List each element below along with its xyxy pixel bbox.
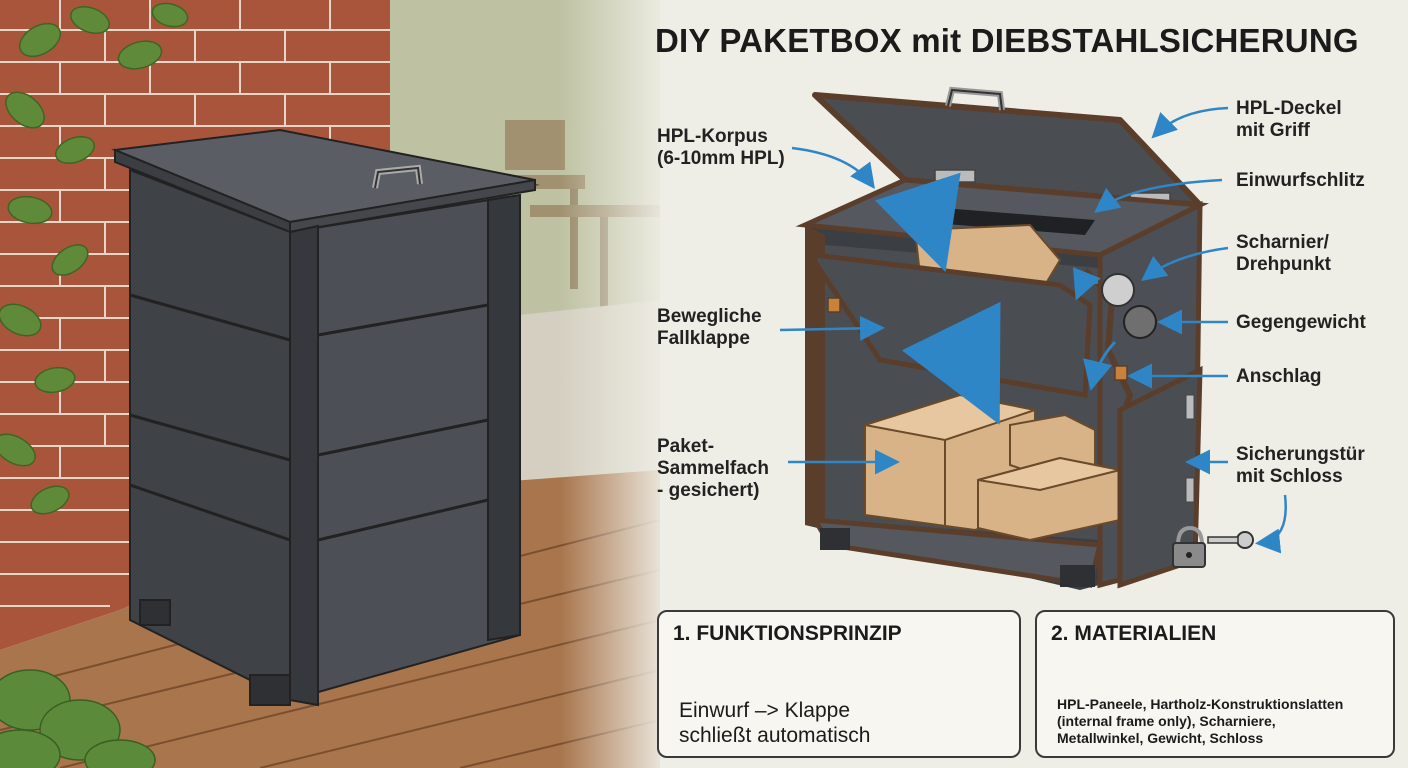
label-bewegliche-fallklappe: Bewegliche Fallklappe <box>657 306 762 349</box>
padlock-icon <box>1172 525 1206 568</box>
panel-funktion-heading: 1. FUNKTIONSPRINZIP <box>673 622 902 645</box>
callout-arrows <box>779 106 1287 554</box>
cutaway-paketbox <box>795 86 1254 590</box>
hinge-icon <box>934 169 976 183</box>
pivot-gear-icon <box>1101 273 1135 307</box>
page-title: DIY PAKETBOX mit DIEBSTAHLSICHERUNG <box>655 22 1359 59</box>
bush <box>0 669 156 768</box>
label-gegengewicht: Gegengewicht <box>1236 312 1366 333</box>
key-icon <box>1207 531 1254 549</box>
label-einwurfschlitz: Einwurfschlitz <box>1236 170 1365 191</box>
closed-paketbox <box>111 128 540 707</box>
counterweight-icon <box>1123 305 1157 339</box>
panel-materialien: 2. MATERIALIEN HPL-Paneele, Hartholz-Kon… <box>1035 610 1395 758</box>
panel-materialien-heading: 2. MATERIALIEN <box>1051 622 1217 645</box>
label-anschlag: Anschlag <box>1236 366 1322 387</box>
label-paket-sammelfach: Paket- Sammelfach - gesichert) <box>657 436 769 501</box>
panel-materialien-caption: HPL-Paneele, Hartholz-Konstruktionslatte… <box>1057 696 1344 746</box>
label-hpl-deckel: HPL-Deckel mit Griff <box>1236 98 1342 141</box>
label-scharnier-drehpunkt: Scharnier/ Drehpunkt <box>1236 232 1331 275</box>
label-sicherungstuer: Sicherungstür mit Schloss <box>1236 444 1365 487</box>
panel-funktion-caption: Einwurf –> Klappe schließt automatisch <box>679 699 871 747</box>
stop-block-icon <box>1114 365 1128 381</box>
ivy-leaves <box>0 2 189 515</box>
panel-funktionsprinzip: 1. FUNKTIONSPRINZIP Einwurf –> Klappe sc… <box>657 610 1021 758</box>
label-hpl-korpus: HPL-Korpus (6-10mm HPL) <box>657 126 785 169</box>
